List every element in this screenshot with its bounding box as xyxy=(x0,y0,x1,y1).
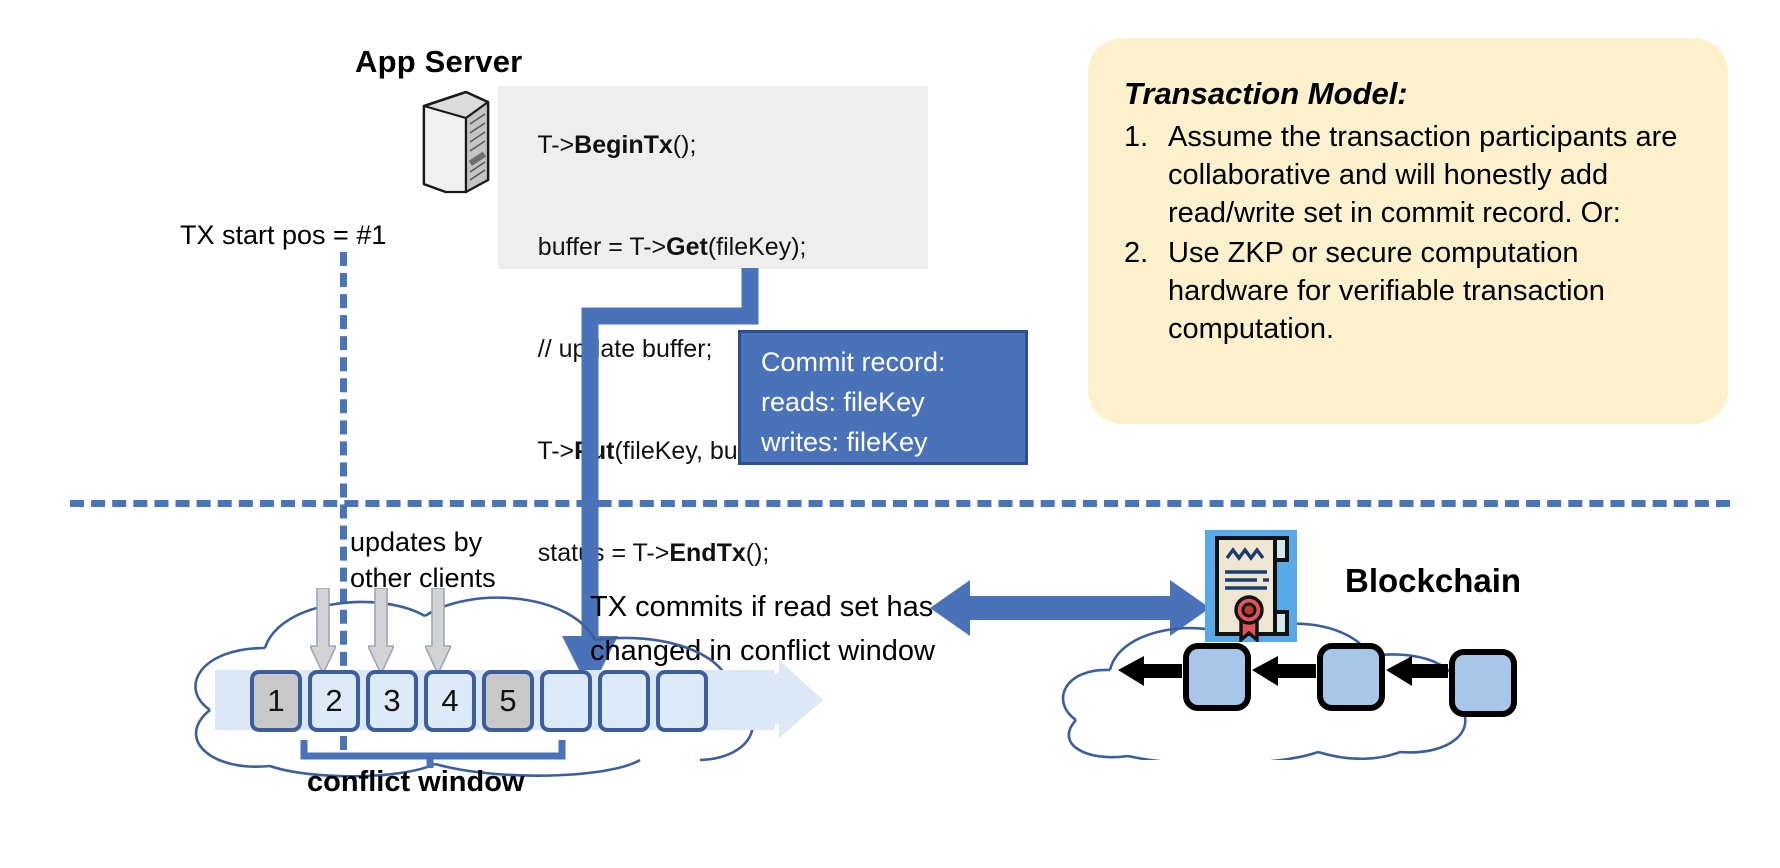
commit-record-box: Commit record: reads: fileKey writes: fi… xyxy=(738,330,1028,465)
update-arrow-icon xyxy=(425,588,451,676)
ledger-block[interactable] xyxy=(540,670,592,732)
update-arrow-icon xyxy=(368,588,394,676)
ledger-block[interactable]: 2 xyxy=(308,670,360,732)
commit-record-title: Commit record: xyxy=(761,347,946,377)
updates-by-other-clients-label: updates by other clients xyxy=(350,524,496,596)
conflict-window-label: conflict window xyxy=(307,766,525,798)
app-server-title: App Server xyxy=(355,44,523,79)
layer-separator-dashed-line xyxy=(70,500,1730,507)
ledger-block[interactable] xyxy=(656,670,708,732)
code-line-2: buffer = T->Get(fileKey); xyxy=(537,233,807,261)
conflict-window-bracket xyxy=(300,740,566,768)
blockchain-block xyxy=(1449,649,1517,717)
certificate-seal-icon xyxy=(1205,530,1297,642)
tx-commits-note: TX commits if read set has not changed i… xyxy=(590,585,982,673)
sync-double-arrow-icon xyxy=(930,580,1210,636)
ledger-block[interactable]: 4 xyxy=(424,670,476,732)
commit-record-reads: reads: fileKey xyxy=(761,387,925,417)
ledger-growth-arrow xyxy=(735,660,823,738)
commits-note-line-1: TX commits if read set has not xyxy=(590,591,982,623)
transaction-model-item: 1. Assume the transaction participants a… xyxy=(1124,118,1698,232)
ledger-block[interactable]: 5 xyxy=(482,670,534,732)
transaction-model-list: 1. Assume the transaction participants a… xyxy=(1124,118,1698,348)
ledger-block[interactable]: 3 xyxy=(366,670,418,732)
ledger-block-list: 1 2 3 4 5 xyxy=(250,670,708,732)
tx-start-pos-label: TX start pos = #1 xyxy=(180,220,387,250)
ledger-block[interactable] xyxy=(598,670,650,732)
transaction-model-title: Transaction Model: xyxy=(1124,76,1408,111)
list-number: 2. xyxy=(1124,237,1149,269)
blockchain-label: Blockchain xyxy=(1345,562,1522,599)
commit-record-writes: writes: fileKey xyxy=(761,427,928,457)
code-line-5: status = T->EndTx(); xyxy=(537,539,770,567)
blockchain-block-chain xyxy=(1118,643,1448,711)
ledger-block[interactable]: 1 xyxy=(250,670,302,732)
transaction-model-callout: Transaction Model: 1. Assume the transac… xyxy=(1088,38,1728,424)
list-text: Assume the transaction participants are … xyxy=(1168,121,1678,229)
code-line-1: T->BeginTx(); xyxy=(537,131,697,159)
code-snippet-box: T->BeginTx(); buffer = T->Get(fileKey); … xyxy=(498,86,928,567)
updates-label-line-1: updates by xyxy=(350,527,483,557)
server-tower-icon xyxy=(422,90,490,194)
transaction-model-item: 2. Use ZKP or secure computation hardwar… xyxy=(1124,234,1698,348)
commit-flow-arrow xyxy=(562,268,759,692)
update-arrow-icon xyxy=(310,588,336,676)
list-number: 1. xyxy=(1124,121,1149,153)
list-text: Use ZKP or secure computation hardware f… xyxy=(1168,237,1605,345)
